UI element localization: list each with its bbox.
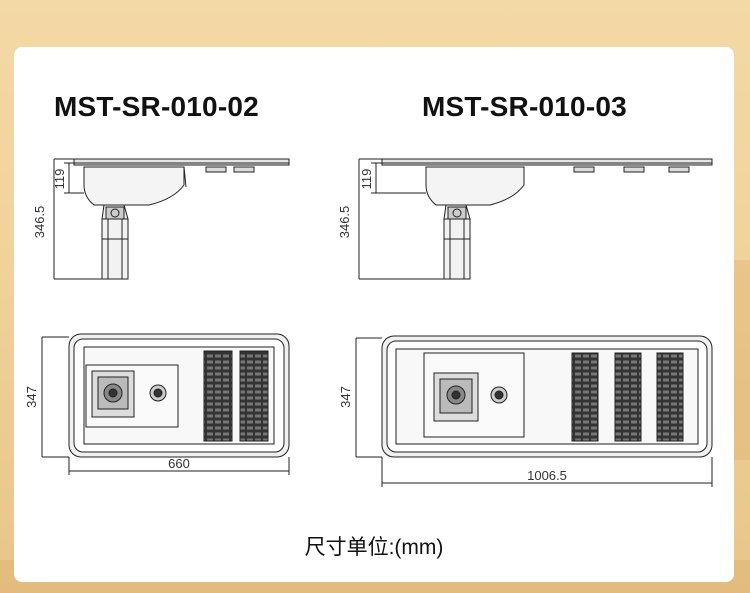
dim-left-side-head: 119 [52,169,67,190]
dim-right-side-head: 119 [359,169,374,190]
dim-right-top-height: 347 [338,386,353,408]
model-title-left: MST-SR-010-02 [54,91,259,122]
dim-left-top-width: 660 [168,456,190,471]
top-view-right [355,335,713,487]
model-title-right: MST-SR-010-03 [422,91,627,122]
side-view-right [358,158,713,280]
side-view-left [53,158,290,280]
dim-right-top-width: 1006.5 [527,468,567,483]
dim-left-top-height: 347 [24,386,39,408]
dim-right-side-total: 346.5 [337,206,352,239]
dim-left-side-total: 346.5 [32,206,47,239]
spec-card: MST-SR-010-02 MST-SR-010-03 [14,47,734,582]
technical-drawing: 346.5 119 346.5 119 347 347 660 1006.5 [24,158,713,487]
top-view-left [41,333,290,475]
unit-note: 尺寸单位:(mm) [304,536,444,559]
